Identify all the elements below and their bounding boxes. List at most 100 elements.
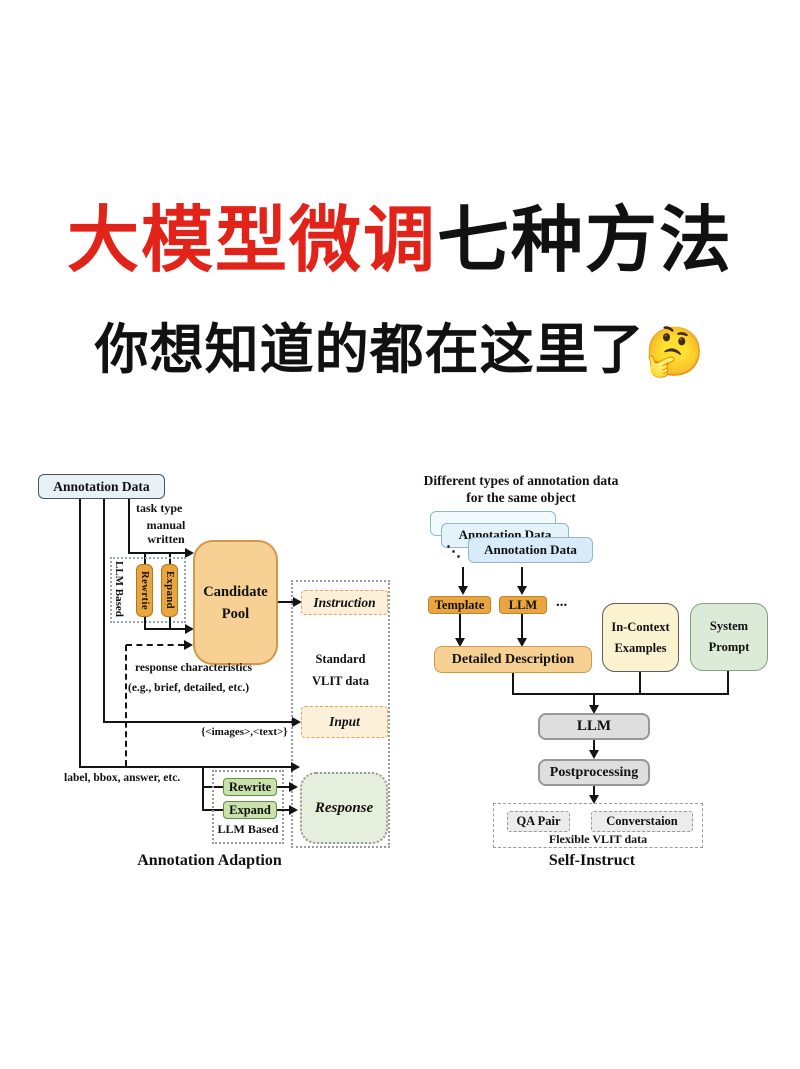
written-label: written (147, 532, 185, 546)
rewrite-pill-stem-top (144, 553, 146, 565)
llm-based-vertical-label: LLM Based (113, 561, 125, 617)
page-subtitle: 你想知道的都在这里了🤔 (0, 305, 800, 384)
arrow-to-pool-top (185, 548, 194, 558)
arrow-llm-postprocessing (589, 750, 599, 759)
annotation-data-stack-front: Annotation Data (468, 537, 593, 563)
page-title: 大模型微调七种方法 (0, 200, 800, 283)
connector-dd (512, 673, 514, 695)
qa-pair-label: QA Pair (516, 814, 561, 828)
dashed-vertical-line (125, 645, 127, 766)
llm-main-label: LLM (576, 718, 612, 734)
line-stack-template (462, 567, 464, 587)
rewrite-box: Rewrite (223, 778, 277, 796)
detailed-description-box: Detailed Description (434, 646, 592, 673)
rewrite-pill: Rewrtie (136, 564, 153, 617)
expand-pill-label: Expand (164, 571, 175, 610)
line-stack-llm (521, 567, 523, 587)
template-box: Template (428, 596, 491, 614)
line-llm-dd (521, 614, 523, 639)
postprocessing-label: Postprocessing (549, 764, 639, 780)
connector-horizontal (512, 693, 729, 695)
input-box: Input (301, 706, 388, 738)
line-into-llm (593, 695, 595, 706)
response-label: Response (314, 799, 374, 816)
arrow-stack-template (458, 586, 468, 595)
llm-based-bottom-label: LLM Based (217, 822, 279, 836)
llm-based-dotted-rect (110, 557, 186, 623)
arrow-to-input (292, 717, 301, 727)
response-box: Response (300, 772, 388, 844)
candidate-pool-label-1: Candidate (203, 583, 268, 600)
conversation-box: Converstaion (591, 811, 693, 832)
qa-pair-box: QA Pair (507, 811, 570, 832)
in-context-label-1: In-Context (611, 619, 670, 634)
arrow-dashed-to-pool (184, 640, 193, 650)
arrow-into-llm (589, 705, 599, 714)
arrow-to-pool-mid (185, 624, 194, 634)
conversation-label: Converstaion (606, 814, 678, 828)
standard-vlit-dotted-rect (291, 580, 390, 848)
line-postprocessing-out (593, 786, 595, 796)
line-to-pool-mid (144, 628, 188, 630)
standard-vlit-label: Standard VLIT data (291, 648, 390, 692)
feed-line-input (103, 499, 105, 722)
connector-systemprompt (727, 671, 729, 695)
arrow-stack-llm (517, 586, 527, 595)
dashed-line-to-pool (126, 644, 184, 646)
expand-pill: Expand (161, 564, 178, 617)
template-label: Template (434, 597, 485, 612)
line-to-input (103, 721, 293, 723)
candidate-pool-label-2: Pool (221, 605, 250, 622)
standard-label-2: VLIT data (311, 674, 370, 688)
expand-pill-stem-top (169, 553, 171, 565)
subtitle-text: 你想知道的都在这里了 (94, 320, 645, 380)
thinking-face-emoji: 🤔 (644, 326, 706, 379)
right-heading-1: Different types of annotation data (423, 473, 619, 488)
standard-label-1: Standard (315, 652, 366, 666)
connector-incontext (639, 672, 641, 695)
detailed-description-label: Detailed Description (451, 651, 575, 667)
system-prompt-label-2: Prompt (708, 640, 750, 654)
instruction-label: Instruction (313, 594, 376, 610)
annotation-data-front-label: Annotation Data (484, 542, 577, 557)
rewrite-pill-stem-bottom (144, 617, 146, 629)
manual-label: manual (146, 518, 186, 532)
right-caption: Self-Instruct (548, 852, 636, 869)
expand-box: Expand (223, 801, 277, 819)
title-black-part: 七种方法 (437, 201, 734, 281)
arrow-to-response (291, 762, 300, 772)
line-to-pool-top (128, 552, 188, 554)
line-llm-postprocessing (593, 740, 595, 751)
line-expand-response (277, 809, 290, 811)
llm-small-box: LLM (499, 596, 547, 614)
postprocessing-box: Postprocessing (538, 759, 650, 786)
llm-based-bottom-dotted-rect (212, 770, 284, 844)
feed-line-instruction (128, 499, 130, 553)
input-label: Input (329, 714, 360, 729)
annotation-data-box: Annotation Data (38, 474, 165, 499)
ellipsis-label: ... (556, 594, 568, 610)
left-caption: Annotation Adaption (137, 852, 282, 869)
right-heading: Different types of annotation data for t… (396, 472, 646, 506)
llm-main-box: LLM (538, 713, 650, 740)
line-pool-instruction (278, 601, 295, 603)
right-heading-2: for the same object (466, 490, 576, 505)
arrow-expand-response (289, 805, 298, 815)
expand-pill-stem-bottom (169, 617, 171, 629)
arrow-template-dd (455, 638, 465, 647)
arrow-rewrite-response (289, 782, 298, 792)
manual-written-label: manual written (140, 518, 192, 546)
label-bbox-label: label, bbox, answer, etc. (64, 772, 181, 784)
arrow-llm-dd (517, 638, 527, 647)
arrow-postprocessing-out (589, 795, 599, 804)
response-characteristics-eg-label: (e.g., brief, detailed, etc.) (128, 682, 250, 694)
task-type-label: task type (136, 501, 183, 515)
system-prompt-label-1: System (709, 619, 749, 633)
llm-small-label: LLM (508, 597, 538, 612)
rewrite-pill-label: Rewrtie (139, 570, 150, 611)
stack-dots: ⋱ (446, 544, 461, 560)
